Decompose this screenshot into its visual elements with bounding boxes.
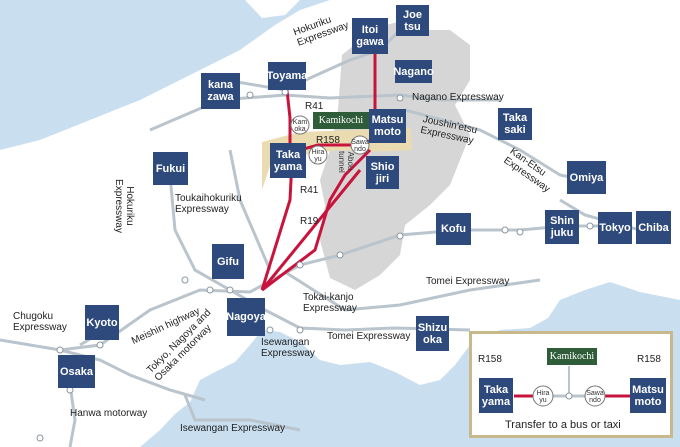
inset-city-box-matsumoto[interactable]: Matsu moto	[630, 378, 666, 413]
city-box-fukui[interactable]: Fukui	[153, 152, 188, 185]
expressway-label-hanwa: Hanwa motorway	[70, 408, 148, 419]
city-box-gifu[interactable]: Gifu	[212, 244, 244, 279]
stop-label-hirayu: Hira yu	[311, 149, 325, 163]
route-label-r158: R158	[316, 135, 340, 146]
city-box-matsumoto[interactable]: Matsu moto	[369, 109, 406, 143]
city-box-omiya[interactable]: Omiya	[567, 161, 606, 194]
city-box-shinjuku[interactable]: Shin juku	[545, 210, 579, 244]
expressway-label-isewangan-mid: Isewangan Expressway	[261, 337, 315, 359]
inset-caption: Transfer to a bus or taxi	[505, 419, 621, 431]
stop-label-kamaoka: Kam oka	[292, 119, 308, 133]
city-box-shiojiri[interactable]: Shio jiri	[366, 156, 399, 189]
city-box-osaka[interactable]: Osaka	[58, 355, 95, 388]
inset-r158-right: R158	[637, 354, 661, 365]
city-box-takasaki[interactable]: Taka saki	[498, 108, 532, 140]
expressway-label-hokuriku-left: Hokuriku Expressway	[113, 179, 135, 233]
expressway-label-nagano: Nagano Expressway	[412, 92, 504, 103]
stop-label-sawando: Sawa ndo	[351, 139, 369, 153]
route-label-r41-south: R41	[300, 185, 319, 196]
city-box-nagoya[interactable]: Nagoya	[226, 298, 266, 336]
expressway-label-isewangan-bottom: Isewangan Expressway	[180, 423, 286, 434]
expressway-label-toukaihokuriku: Toukaihokuriku Expressway	[175, 193, 242, 215]
inset-city-box-takayama[interactable]: Taka yama	[479, 378, 513, 413]
expressway-label-chugoku: Chugoku Expressway	[13, 311, 67, 333]
inset-destination-kamikochi[interactable]: Kamikochi	[547, 348, 597, 365]
tunnel-label: Abou tunnel	[337, 151, 355, 173]
city-box-takayama[interactable]: Taka yama	[270, 143, 306, 178]
mountain-region	[320, 20, 470, 290]
inset-stop-hirayu: Hira yu	[536, 390, 550, 404]
city-box-kanazawa[interactable]: kana zawa	[201, 73, 240, 109]
city-box-tokyo[interactable]: Tokyo	[598, 212, 632, 244]
inset-stop-sawando: Sawa ndo	[586, 390, 604, 404]
expressway-label-tokai-kanjo: Tokai-kanjo Expressway	[303, 292, 357, 314]
city-box-chiba[interactable]: Chiba	[636, 211, 671, 244]
city-box-itoigawa[interactable]: Itoi gawa	[352, 18, 388, 54]
expressway-label-tomei-mid: Tomei Expressway	[327, 331, 411, 342]
junction-dots	[36, 88, 594, 442]
city-box-shizuoka[interactable]: Shizu oka	[416, 316, 449, 351]
destination-box-kamikochi[interactable]: Kamikochi	[313, 112, 369, 129]
city-box-joetsu[interactable]: Joe tsu	[396, 5, 429, 36]
city-box-nagano[interactable]: Nagano	[393, 60, 434, 83]
stop-markers	[290, 115, 370, 165]
route-label-r19: R19	[300, 216, 319, 227]
city-box-kyoto[interactable]: Kyoto	[85, 305, 119, 340]
inset-route-lines	[514, 366, 630, 407]
expressway-label-tomei-east: Tomei Expressway	[426, 276, 510, 287]
inset-r158-left: R158	[478, 354, 502, 365]
inset-transfer-panel: R158 R158 Kamikochi Taka yama Matsu moto…	[469, 331, 673, 438]
city-box-toyama[interactable]: Toyama	[267, 62, 307, 90]
route-label-r41-north: R41	[305, 101, 324, 112]
island	[245, 0, 300, 18]
city-box-kofu[interactable]: Kofu	[436, 213, 471, 245]
